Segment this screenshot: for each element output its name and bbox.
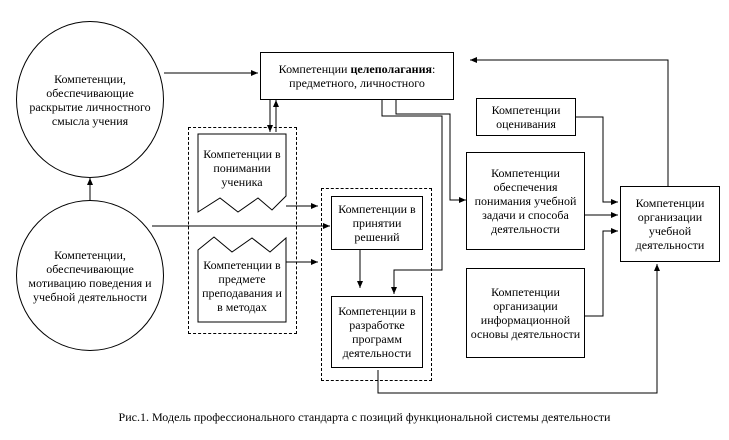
node-decisions-label: Компетенции в принятии решений — [338, 202, 416, 244]
arrow-evaluation-to-organization — [576, 116, 618, 205]
node-programs: Компетенции в разработке программ деятел… — [331, 296, 423, 368]
node-programs-label: Компетенции в разработке программ деятел… — [338, 304, 416, 360]
node-evaluation: Компетенции оценивания — [476, 98, 576, 136]
node-task: Компетенции обеспечения понимания учебно… — [466, 152, 585, 250]
node-goal-label: Компетенции целеполагания: предметного, … — [278, 62, 436, 90]
node-goal: Компетенции целеполагания: предметного, … — [260, 52, 454, 100]
dashed-group-decisions-programs — [321, 188, 432, 381]
subject-box-shape — [197, 236, 287, 323]
node-evaluation-label: Компетенции оценивания — [491, 103, 561, 131]
node-meaning-label: Компетенции, обеспечивающие раскрытие ли… — [29, 71, 151, 128]
node-decisions: Компетенции в принятии решений — [331, 196, 423, 250]
node-motivation-label: Компетенции, обеспечивающие мотивацию по… — [28, 247, 152, 304]
figure-caption: Рис.1. Модель профессионального стандарт… — [118, 410, 611, 424]
dashed-group-pupil-subject — [188, 127, 297, 334]
node-subject-label: Компетенции в предмете преподавания и в … — [202, 258, 282, 314]
arrow-organization-to-goal — [470, 57, 669, 186]
node-organization: Компетенции организации учебной деятельн… — [620, 186, 720, 262]
node-subject: Компетенции в предмете преподавания и в … — [198, 252, 286, 320]
node-pupil: Компетенции в понимании ученика — [198, 140, 286, 196]
node-task-label: Компетенции обеспечения понимания учебно… — [474, 166, 577, 236]
node-motivation: Компетенции, обеспечивающие мотивацию по… — [16, 200, 164, 351]
arrow-information-to-organization — [585, 228, 618, 317]
node-pupil-label: Компетенции в понимании ученика — [203, 147, 281, 189]
pupil-box-shape — [197, 133, 287, 213]
node-information-label: Компетенции организации информационной о… — [470, 285, 581, 341]
node-information: Компетенции организации информационной о… — [466, 268, 585, 358]
arrow-goal-to-programs — [381, 100, 443, 294]
node-meaning: Компетенции, обеспечивающие раскрытие ли… — [16, 21, 164, 178]
node-organization-label: Компетенции организации учебной деятельн… — [635, 196, 705, 252]
arrow-programs-to-organization — [377, 264, 660, 394]
arrow-goal-to-task — [395, 100, 466, 203]
